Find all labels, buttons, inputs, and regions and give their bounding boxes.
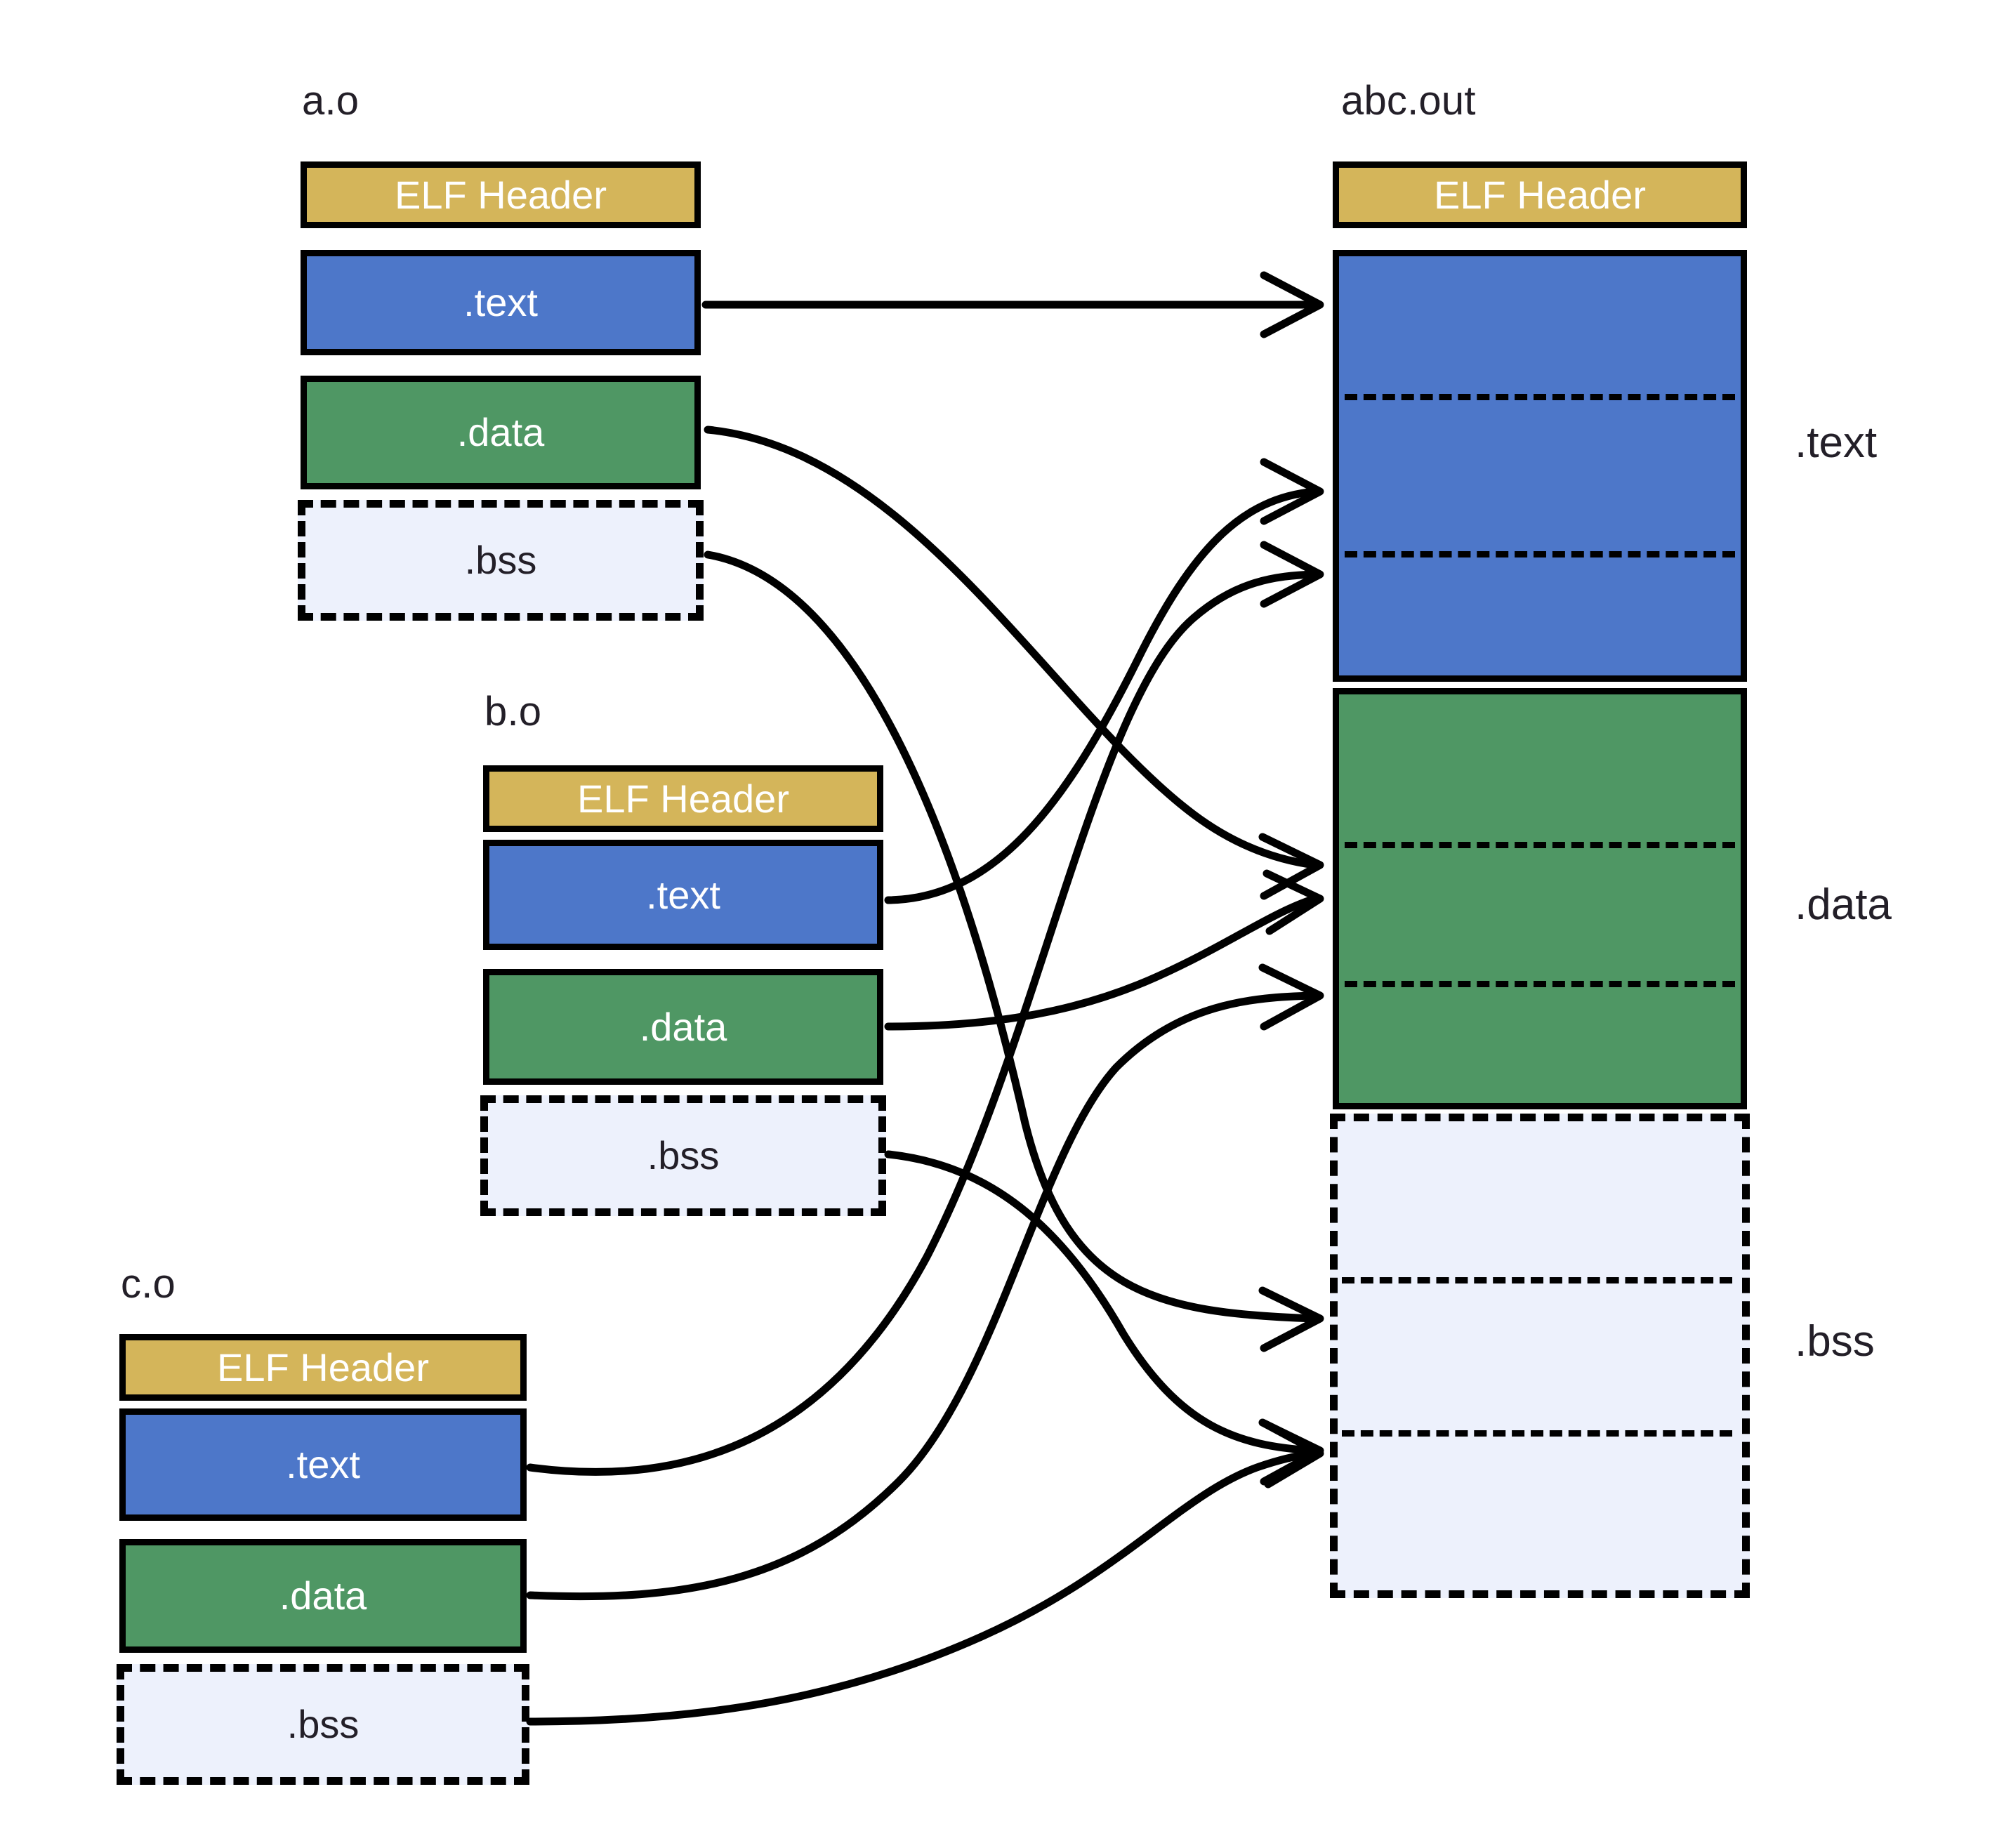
out-segment-elf-header: ELF Header (1333, 161, 1747, 228)
segment-bss: .bss (117, 1664, 529, 1785)
data-divider-b-c (1345, 981, 1735, 987)
segment-text: .text (483, 840, 883, 950)
arrow-b-bss-to-out-bss (884, 1150, 1324, 1486)
text-divider-a-b (1345, 394, 1735, 400)
segment-text: .text (119, 1408, 527, 1521)
bss-divider-a-b (1342, 1277, 1732, 1283)
bss-divider-b-c (1342, 1430, 1732, 1437)
file-label-b-o: b.o (484, 689, 542, 734)
arrow-a-text-to-out-text (701, 271, 1324, 338)
arrow-a-bss-to-out-bss (704, 550, 1324, 1352)
segment-bss: .bss (480, 1095, 886, 1216)
arrow-b-text-to-out-text (884, 458, 1324, 904)
file-label-abc-out: abc.out (1341, 78, 1476, 124)
segment-data: .data (483, 969, 883, 1085)
arrow-c-bss-to-out-bss (526, 1420, 1324, 1726)
segment-data: .data (119, 1539, 527, 1653)
segment-text: .text (301, 250, 701, 355)
file-label-c-o: c.o (121, 1261, 176, 1307)
out-segment-data (1333, 688, 1747, 1109)
out-segment-text (1333, 250, 1747, 682)
data-divider-a-b (1345, 842, 1735, 848)
arrow-b-data-to-out-data (884, 869, 1324, 1031)
file-label-a-o: a.o (302, 78, 360, 124)
segment-bss: .bss (298, 500, 704, 621)
out-segment-bss (1330, 1114, 1750, 1598)
out-label-text: .text (1795, 418, 1878, 467)
segment-elf-header: ELF Header (483, 765, 883, 832)
segment-data: .data (301, 376, 701, 489)
segment-elf-header: ELF Header (119, 1334, 527, 1401)
text-divider-b-c (1345, 551, 1735, 557)
segment-elf-header: ELF Header (301, 161, 701, 228)
out-label-data: .data (1795, 880, 1892, 929)
out-label-bss: .bss (1795, 1317, 1875, 1366)
